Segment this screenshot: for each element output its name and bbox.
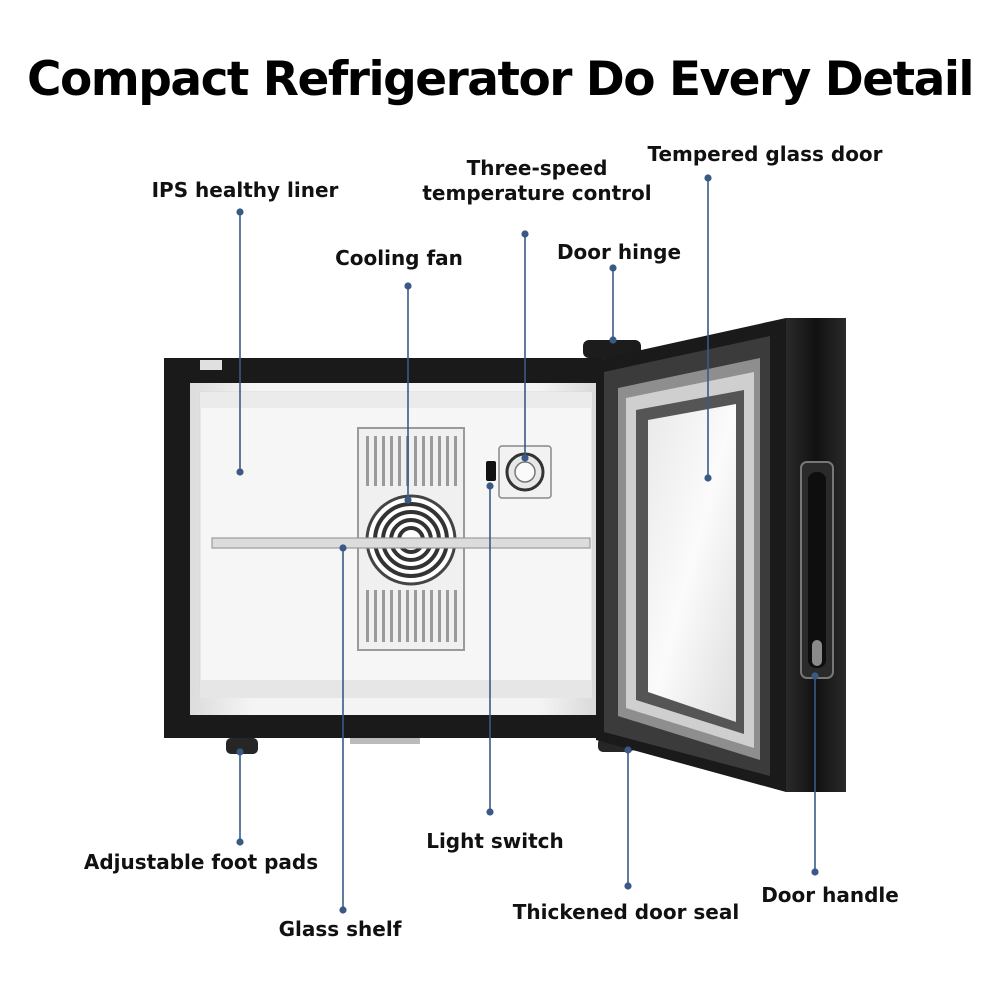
- foot-pad-left: [226, 738, 258, 754]
- door-hinge-leader-dot-end: [609, 336, 617, 344]
- glass-shelf-leader-dot-start: [339, 544, 347, 552]
- light-switch-label: Light switch: [426, 829, 564, 854]
- foot-pads-leader-dot-end: [236, 838, 244, 846]
- door-hinge-label-line: Door hinge: [556, 240, 682, 264]
- temp-control-leader-dot-start: [521, 230, 529, 238]
- foot-pads-label-line: Adjustable foot pads: [83, 850, 319, 874]
- glass-pane: [648, 404, 736, 722]
- door-hinge-leader-dot-start: [609, 264, 617, 272]
- callout-leaders: [236, 174, 819, 914]
- temp-control-label-line: temperature control: [422, 181, 652, 205]
- cooling-fan-label: Cooling fan: [335, 246, 463, 271]
- foot-pads-leader-dot-start: [236, 748, 244, 756]
- door-seal-label: Thickened door seal: [513, 900, 739, 925]
- glass-door-assembly: [596, 318, 846, 792]
- door-seal-leader-dot-start: [624, 746, 632, 754]
- glass-door-label: Tempered glass door: [647, 142, 882, 167]
- foot-pads-label: Adjustable foot pads: [84, 850, 318, 875]
- door-handle-label-line: Door handle: [761, 883, 899, 907]
- temp-control-leader-dot-end: [521, 454, 529, 462]
- temp-control-label-line: Three-speed: [466, 156, 608, 180]
- glass-door-leader-dot-end: [704, 474, 712, 482]
- light-switch-leader-dot-end: [486, 808, 494, 816]
- ips-liner-leader-dot-start: [236, 208, 244, 216]
- door-seal-leader-dot-end: [624, 882, 632, 890]
- cooling-fan-leader-dot-start: [404, 282, 412, 290]
- page-title: Compact Refrigerator Do Every Detail: [26, 52, 975, 107]
- ips-liner-label: IPS healthy liner: [152, 178, 339, 203]
- glass-door-label-line: Tempered glass door: [647, 142, 883, 166]
- door-handle-label: Door handle: [761, 883, 899, 908]
- glass-shelf-label-line: Glass shelf: [278, 917, 402, 941]
- glass-shelf-leader-dot-end: [339, 906, 347, 914]
- light-switch-leader-dot-start: [486, 482, 494, 490]
- light-switch-body: [486, 461, 496, 481]
- cooling-fan-leader-dot-end: [404, 496, 412, 504]
- door-handle-leader-dot-end: [811, 868, 819, 876]
- door-handle-leader-dot-start: [811, 672, 819, 680]
- light-switch-label-line: Light switch: [426, 829, 564, 853]
- cooling-fan-label-line: Cooling fan: [335, 246, 463, 270]
- glass-door-leader-dot-start: [704, 174, 712, 182]
- ips-liner-label-line: IPS healthy liner: [151, 178, 339, 202]
- ips-liner-leader-dot-end: [236, 468, 244, 476]
- door-seal-label-line: Thickened door seal: [512, 900, 740, 924]
- glass-shelf-label: Glass shelf: [279, 917, 402, 942]
- glass-shelf-bar: [211, 537, 591, 549]
- door-hinge-label: Door hinge: [557, 240, 681, 265]
